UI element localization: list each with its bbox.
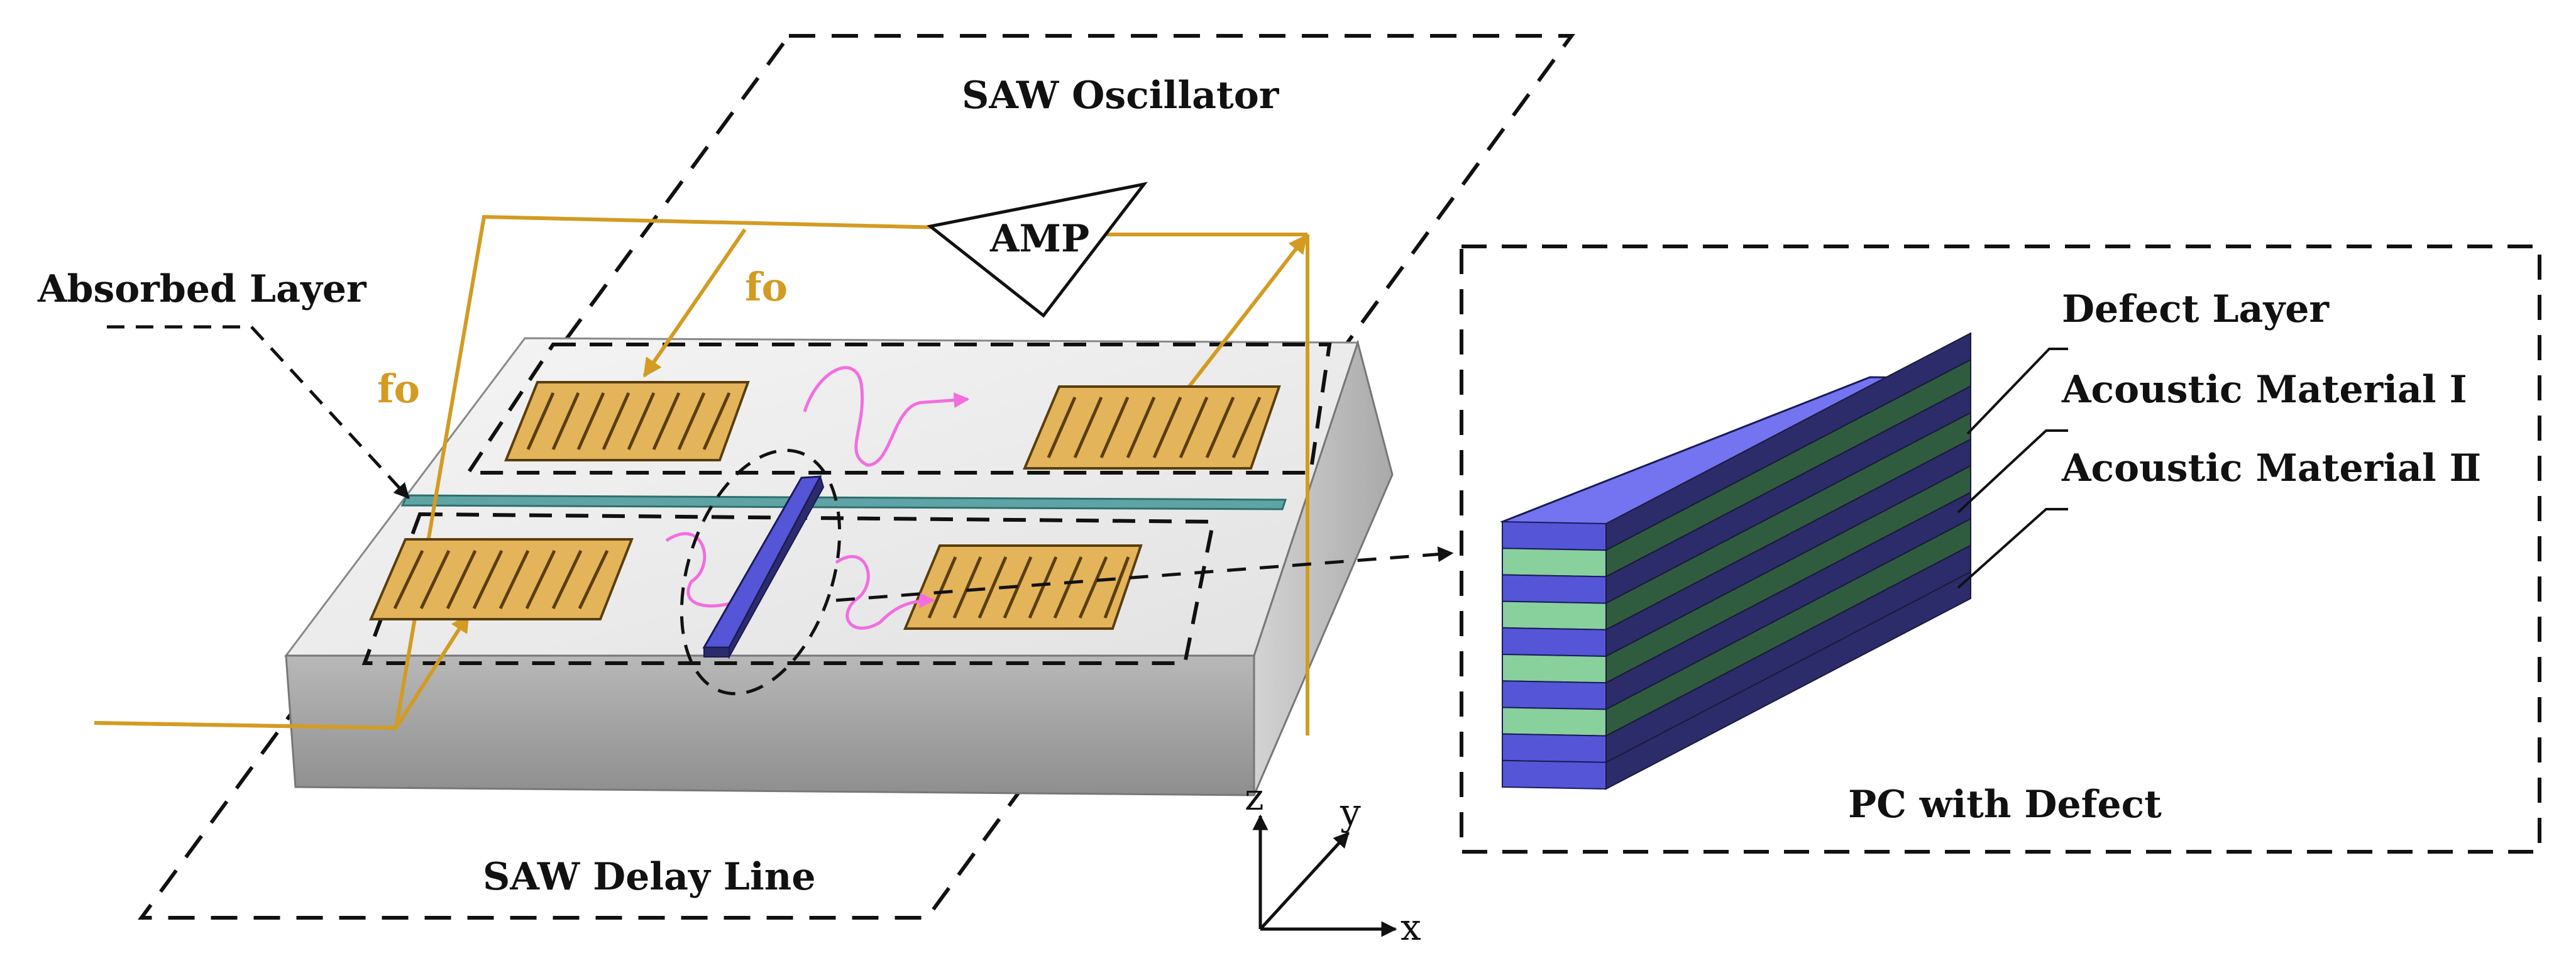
- inset-leader-arrow: [835, 546, 1454, 602]
- f0-left-label: fo: [377, 366, 420, 412]
- pc-inset-side-face: [1605, 332, 1971, 790]
- amp-label: AMP: [989, 217, 1089, 261]
- saw-delay-line-label: SAW Delay Line: [483, 855, 816, 899]
- pc-inset-layer-front: [1502, 548, 1607, 578]
- pc-inset-layer-front: [1502, 759, 1607, 790]
- absorbed-layer-strip: [400, 494, 1287, 510]
- substrate-side-face: [1253, 339, 1394, 796]
- pc-inset-front-face: [1502, 520, 1607, 790]
- oscillator-channel-box: [465, 343, 1332, 475]
- acoustic-material-2-label: Acoustic Material Ⅱ: [2061, 446, 2481, 490]
- idt-oscillator-right: [1022, 385, 1281, 470]
- acoustic-material-1-label: Acoustic Material Ⅰ: [2061, 368, 2467, 412]
- pc-bar-on-substrate: [702, 475, 825, 659]
- pc-inset-layer-front: [1502, 574, 1607, 604]
- saw-waves: [665, 366, 970, 630]
- absorbed-layer-leader: [107, 325, 410, 499]
- pc-inset-layer-front: [1502, 600, 1607, 630]
- inset-box: [1460, 245, 2541, 854]
- oscillator-wiring: [94, 214, 1309, 735]
- axis-y-label: y: [1340, 791, 1361, 834]
- idt-delay-line-left: [368, 538, 634, 620]
- pc-inset-block: [1500, 332, 1971, 790]
- pc-inset-layer-front: [1502, 520, 1607, 551]
- idt-delay-line-right: [903, 544, 1143, 630]
- absorbed-layer-label: Absorbed Layer: [37, 267, 367, 311]
- axis-x-label: x: [1401, 906, 1421, 949]
- saw-oscillator-label: SAW Oscillator: [962, 74, 1280, 118]
- pc-inset-layer-side: [1605, 571, 1971, 790]
- pc-inset-layer-front: [1502, 653, 1607, 684]
- axis-indicator: [1252, 814, 1397, 937]
- delay-line-channel-box: [361, 512, 1216, 665]
- amp-triangle: [927, 182, 1148, 318]
- oscillator-boundary: [138, 34, 1575, 920]
- substrate-front-face: [285, 654, 1255, 796]
- defect-layer-label: Defect Layer: [2062, 287, 2330, 331]
- idt-oscillator-left: [504, 381, 750, 461]
- f0-top-label: fo: [745, 264, 788, 310]
- inset-label-leaders: [1957, 348, 2068, 589]
- pc-inset-layer-front: [1502, 733, 1607, 763]
- pc-with-defect-label: PC with Defect: [1848, 783, 2162, 827]
- pc-inset-layer-front: [1502, 680, 1607, 710]
- axis-z-label: z: [1245, 776, 1264, 818]
- pc-inset-layer-front: [1502, 707, 1607, 737]
- pc-inset-layer-front: [1502, 627, 1607, 658]
- pc-highlight-ellipse: [680, 448, 842, 696]
